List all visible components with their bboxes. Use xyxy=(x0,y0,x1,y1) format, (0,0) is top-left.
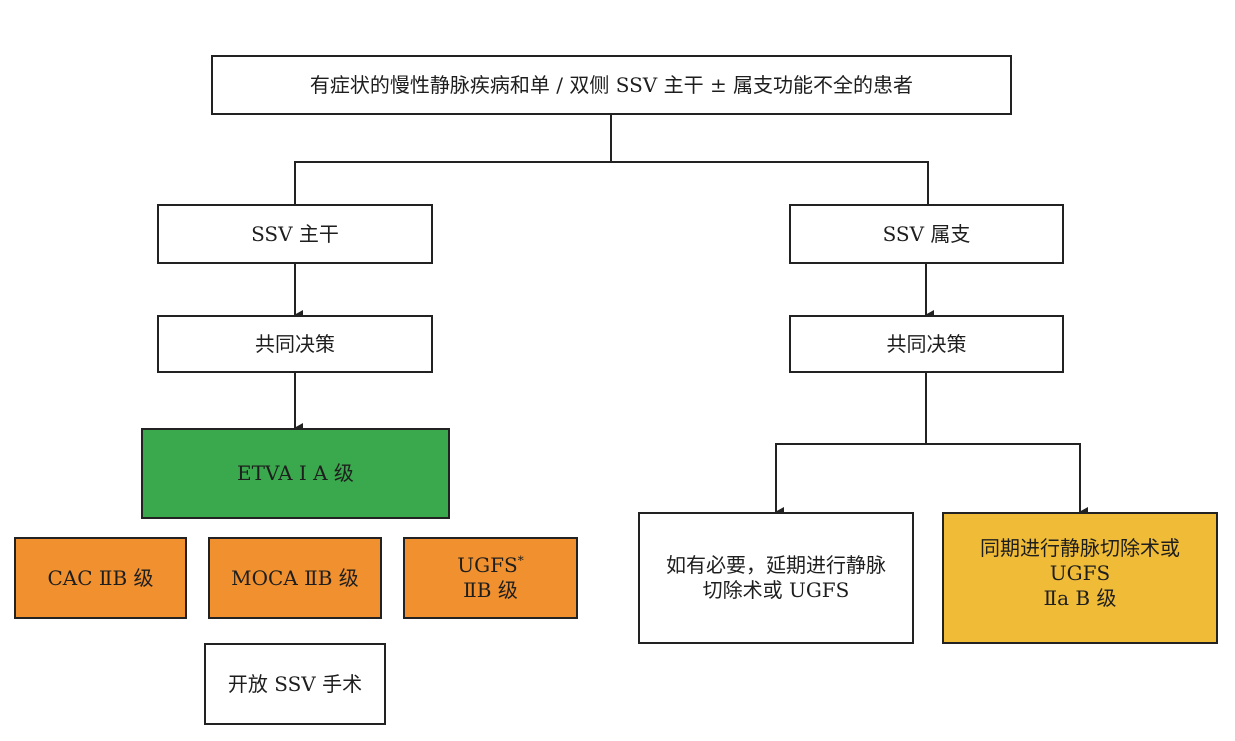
arrow-right-concurrent xyxy=(926,443,1088,517)
right-shared-decision-label: 共同决策 xyxy=(886,331,967,356)
open-ssv-surgery-label: 开放 SSV 手术 xyxy=(227,671,363,696)
root-label: 有症状的慢性静脉疾病和单 / 双侧 SSV 主干 ± 属支功能不全的患者 xyxy=(309,72,914,97)
ugfs-name-line: UGFS* xyxy=(457,553,523,578)
right-shared-decision-box: 共同决策 xyxy=(789,315,1064,373)
ugfs-footnote-mark: * xyxy=(517,553,524,568)
ugfs-grade: ⅡB 级 xyxy=(463,578,518,602)
branch-split xyxy=(294,161,929,205)
concurrent-line-2: UGFS xyxy=(1049,561,1111,585)
arrow-right-delayed xyxy=(775,443,926,517)
delayed-line-1: 如有必要，延期进行静脉 xyxy=(666,553,886,577)
ugfs-box: UGFS* ⅡB 级 xyxy=(403,537,578,619)
etva-box: ETVA Ⅰ A 级 xyxy=(141,428,450,519)
ssv-trunk-box: SSV 主干 xyxy=(157,204,433,264)
concurrent-line-1: 同期进行静脉切除术或 xyxy=(980,536,1180,560)
cac-box: CAC ⅡB 级 xyxy=(14,537,187,619)
open-ssv-surgery-box: 开放 SSV 手术 xyxy=(204,643,386,725)
left-shared-decision-label: 共同决策 xyxy=(255,331,335,356)
moca-label: MOCA ⅡB 级 xyxy=(231,565,359,590)
ssv-tributary-label: SSV 属支 xyxy=(882,221,971,246)
cac-label: CAC ⅡB 级 xyxy=(47,565,154,590)
left-shared-decision-box: 共同决策 xyxy=(157,315,433,373)
ssv-trunk-label: SSV 主干 xyxy=(251,221,339,246)
concurrent-phlebectomy-box: 同期进行静脉切除术或 UGFS Ⅱa B 级 xyxy=(942,512,1218,644)
delayed-phlebectomy-box: 如有必要，延期进行静脉 切除术或 UGFS xyxy=(638,512,914,644)
root-box: 有症状的慢性静脉疾病和单 / 双侧 SSV 主干 ± 属支功能不全的患者 xyxy=(211,55,1012,115)
moca-box: MOCA ⅡB 级 xyxy=(208,537,382,619)
concurrent-grade: Ⅱa B 级 xyxy=(1043,586,1117,610)
ssv-tributary-box: SSV 属支 xyxy=(789,204,1064,264)
delayed-line-2: 切除术或 UGFS xyxy=(702,578,850,602)
ugfs-label: UGFS xyxy=(457,553,518,577)
etva-label: ETVA Ⅰ A 级 xyxy=(237,461,354,485)
